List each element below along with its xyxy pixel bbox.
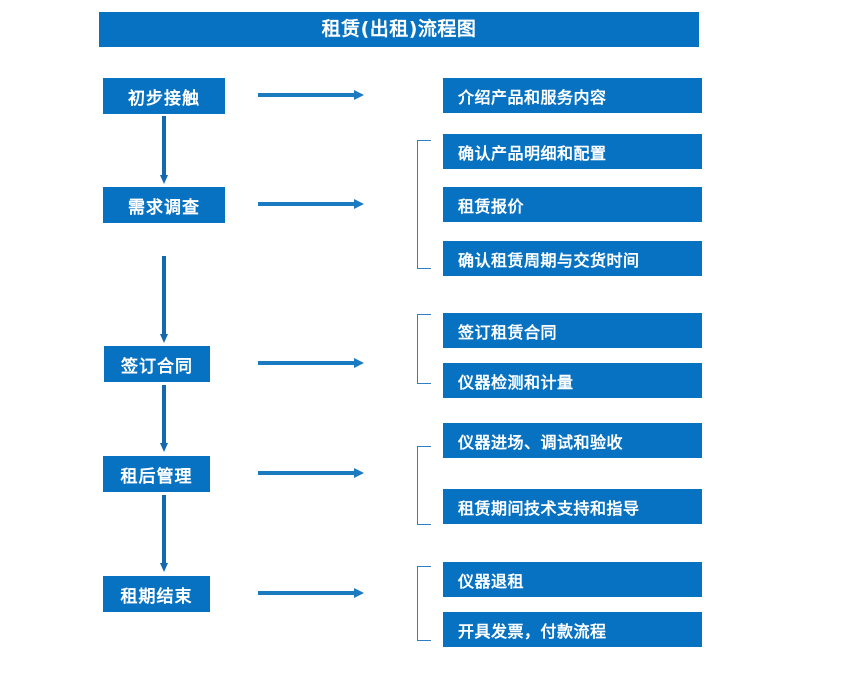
detail-box-10[interactable]: 开具发票，付款流程 [443,612,702,647]
stage-box-1[interactable]: 初步接触 [103,78,225,114]
stage-box-3[interactable]: 签订合同 [104,346,210,382]
detail-box-4[interactable]: 确认租赁周期与交货时间 [443,241,702,276]
detail-box-7[interactable]: 仪器进场、调试和验收 [443,423,702,458]
right-arrow-stage-3 [258,358,364,368]
detail-box-3[interactable]: 租赁报价 [443,187,702,222]
right-arrow-stage-1 [258,90,364,100]
bracket-stage-3 [417,314,431,384]
stage-box-4[interactable]: 租后管理 [103,456,210,492]
chart-title: 租赁(出租)流程图 [99,12,699,47]
right-arrow-stage-2 [258,199,364,209]
down-arrow-1-to-2 [160,116,168,185]
down-arrow-4-to-5 [160,495,168,573]
detail-box-6[interactable]: 仪器检测和计量 [443,363,702,398]
detail-box-5[interactable]: 签订租赁合同 [443,313,702,348]
down-arrow-3-to-4 [160,385,168,453]
right-arrow-stage-4 [258,468,364,478]
detail-box-1[interactable]: 介绍产品和服务内容 [443,78,702,113]
bracket-stage-4 [417,446,431,525]
detail-box-8[interactable]: 租赁期间技术支持和指导 [443,489,702,524]
bracket-stage-2 [417,140,431,269]
detail-box-9[interactable]: 仪器退租 [443,562,702,597]
detail-box-2[interactable]: 确认产品明细和配置 [443,134,702,169]
right-arrow-stage-5 [258,588,364,598]
bracket-stage-5 [417,566,431,641]
down-arrow-2-to-3 [160,256,168,344]
stage-box-5[interactable]: 租期结束 [103,576,210,612]
stage-box-2[interactable]: 需求调查 [103,187,225,223]
